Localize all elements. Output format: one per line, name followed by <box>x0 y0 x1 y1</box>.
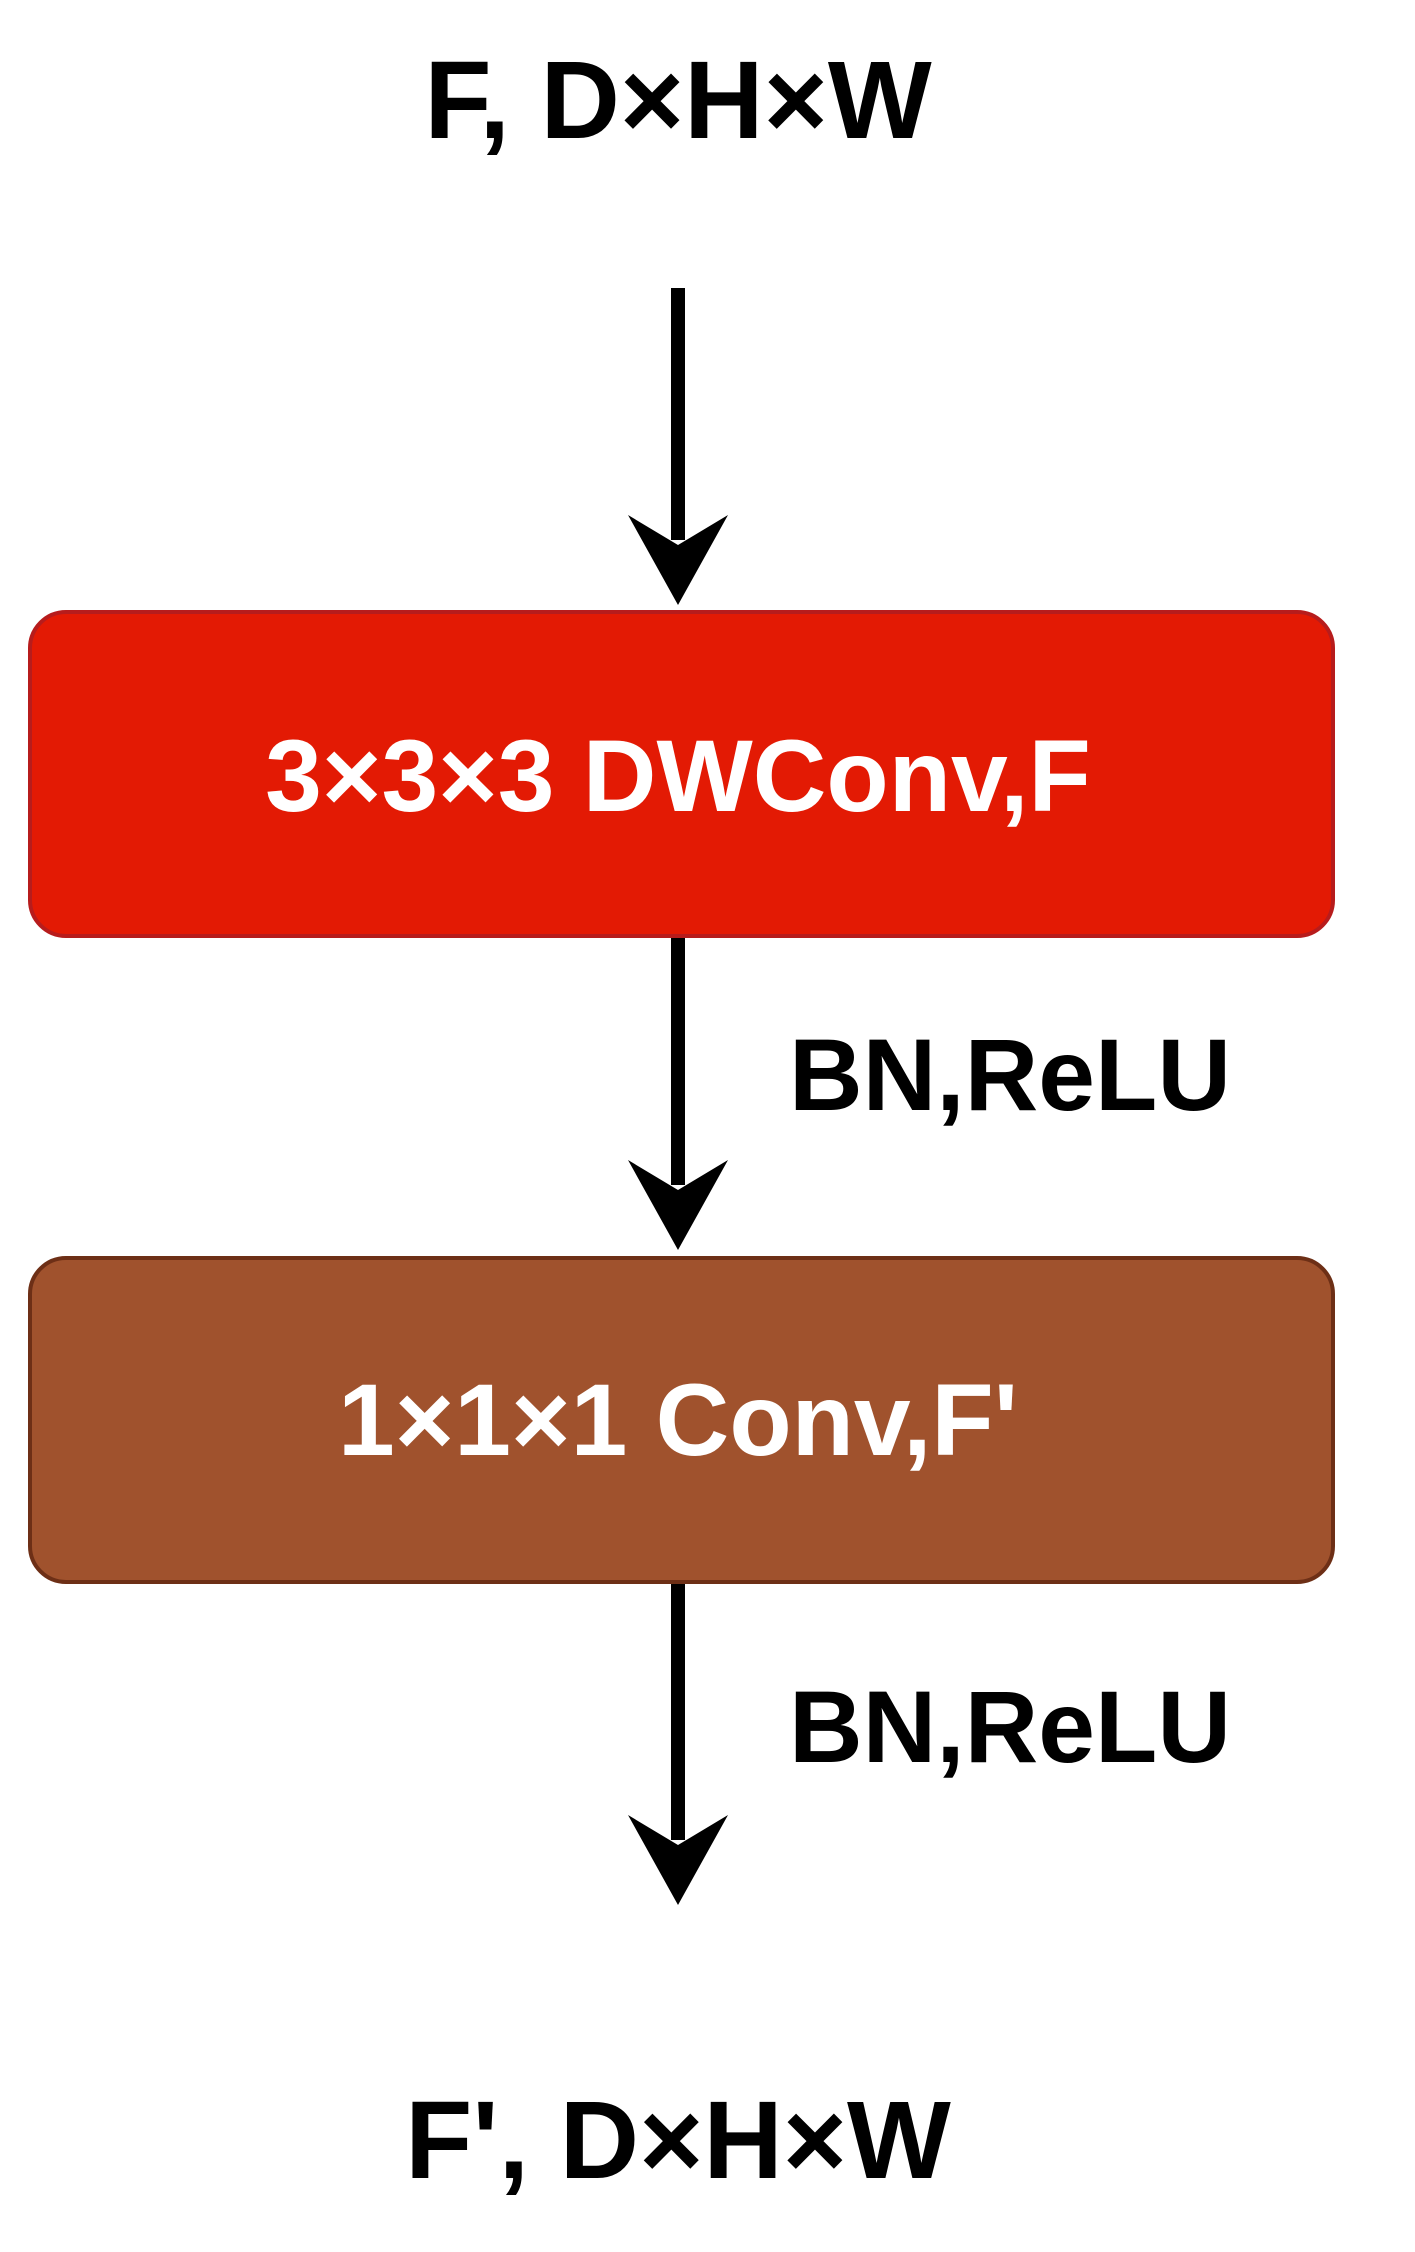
conv-block-box <box>28 1256 1335 1584</box>
input-label: F, D×H×W <box>424 39 931 162</box>
output-label: F', D×H×W <box>405 2079 951 2202</box>
arrow-input-to-dwconv <box>628 288 728 605</box>
edge-label-bn-relu-1: BN,ReLU <box>789 1018 1231 1132</box>
conv-block: 1×1×1 Conv,F' <box>28 1256 1335 1584</box>
arrow-dwconv-to-conv <box>628 938 728 1250</box>
dwconv-block: 3×3×3 DWConv,F <box>28 610 1335 938</box>
arrow-conv-to-output <box>628 1584 728 1905</box>
edge-label-bn-relu-2: BN,ReLU <box>789 1670 1231 1784</box>
conv-block-label: 1×1×1 Conv,F' <box>338 1363 1018 1477</box>
dwconv-block-box <box>28 610 1335 938</box>
dwconv-block-label: 3×3×3 DWConv,F <box>265 719 1091 833</box>
